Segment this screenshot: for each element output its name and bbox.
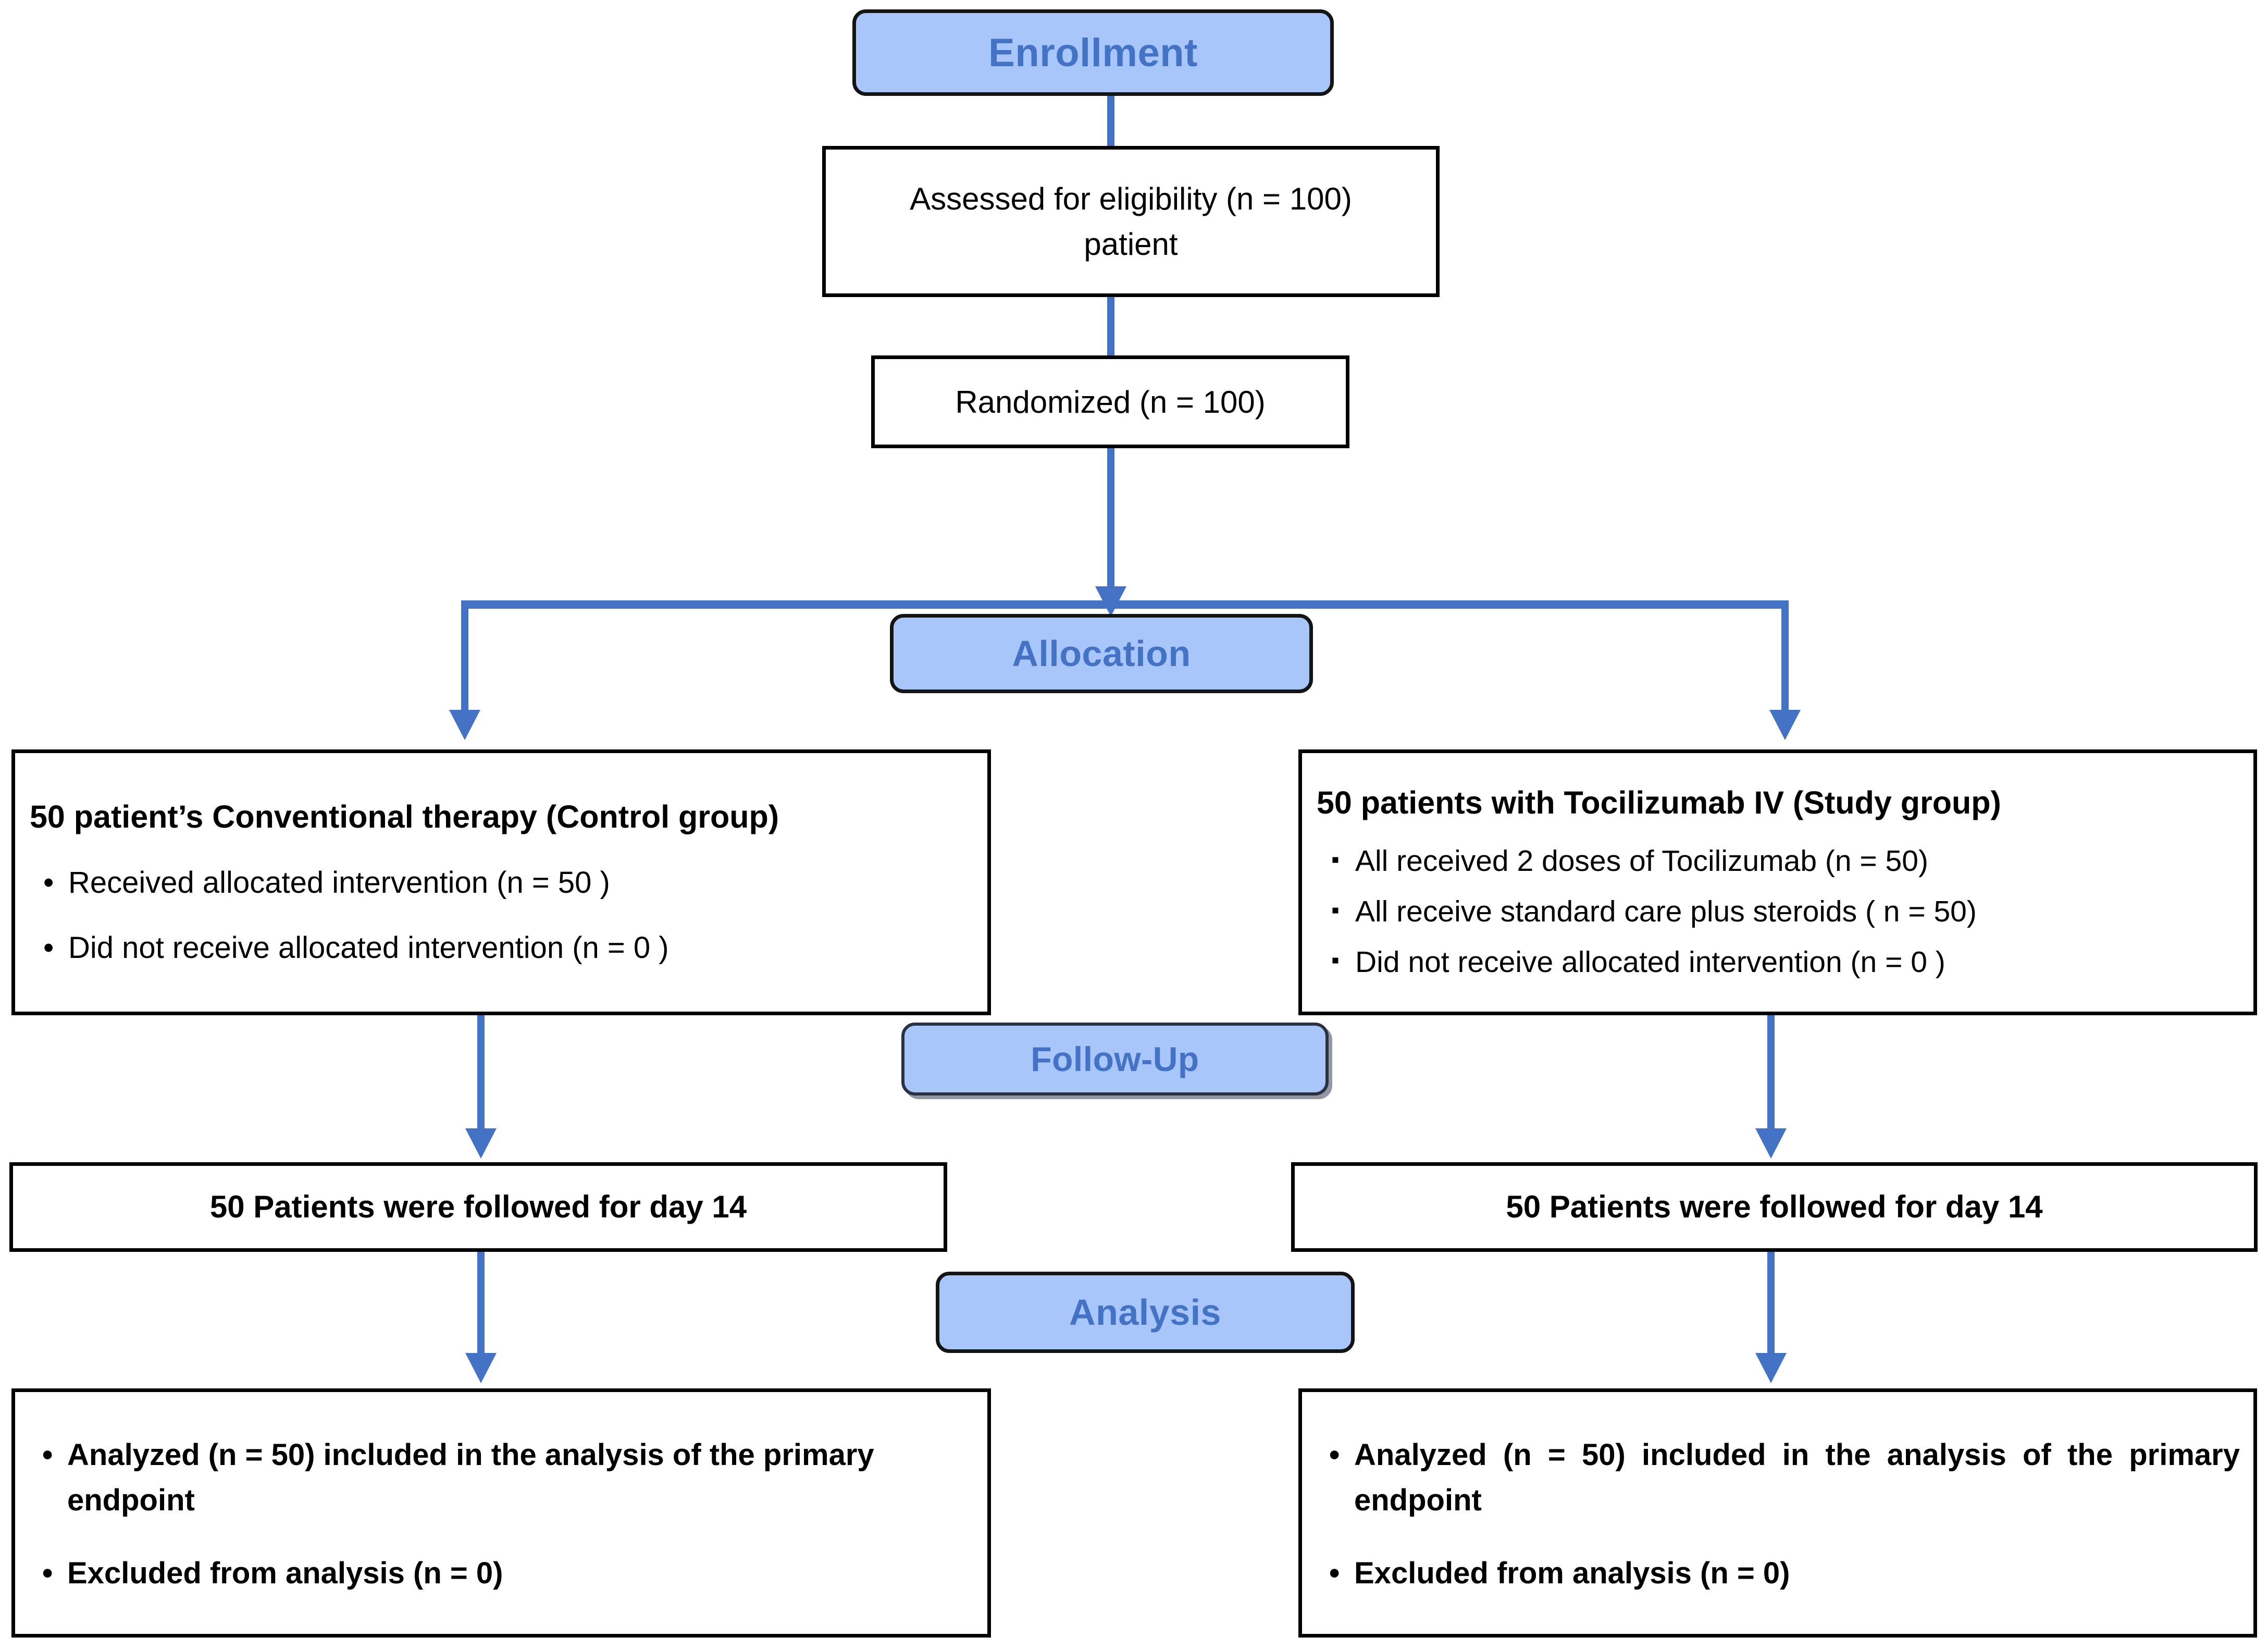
node-followup-study: 50 Patients were followed for day 14	[1291, 1162, 2258, 1252]
study-group-title: 50 patients with Tocilizumab IV (Study g…	[1317, 782, 2239, 823]
list-item: • Excluded from analysis (n = 0)	[29, 1553, 974, 1594]
connector-randomized-to-allocation	[1107, 448, 1114, 594]
followup-study-label: 50 Patients were followed for day 14	[1506, 1189, 2043, 1224]
list-item: • Analyzed (n = 50) included in the anal…	[29, 1432, 974, 1523]
stage-label-analysis: Analysis	[1069, 1292, 1221, 1333]
connector-study-to-followup	[1767, 1015, 1775, 1140]
stage-badge-enrollment: Enrollment	[852, 9, 1334, 96]
bullet-glyph: ▪	[1331, 897, 1340, 923]
study-group-title-plain: 50 patients with Tocilizumab IV (	[1317, 784, 1804, 820]
connector-allocation-right-drop	[1781, 600, 1789, 718]
list-item-text: All receive standard care plus steroids …	[1355, 895, 1977, 929]
arrowhead-study-analysis	[1755, 1353, 1787, 1383]
arrowhead-control-analysis	[465, 1353, 497, 1383]
bullet-glyph: •	[42, 1556, 53, 1590]
bullet-glyph: •	[1329, 1437, 1340, 1472]
study-group-title-close: )	[1990, 784, 2001, 820]
stage-badge-analysis: Analysis	[936, 1272, 1355, 1353]
node-analysis-study: • Analyzed (n = 50) included in the anal…	[1298, 1388, 2257, 1638]
connector-control-to-analysis	[477, 1252, 485, 1364]
node-allocation-study-group: 50 patients with Tocilizumab IV (Study g…	[1298, 749, 2257, 1015]
bullet-glyph: •	[43, 930, 54, 965]
list-item-text: Excluded from analysis (n = 0)	[67, 1556, 503, 1590]
bullet-glyph: •	[43, 866, 54, 900]
connector-enrollment-to-assessed	[1107, 96, 1114, 148]
node-randomized: Randomized (n = 100)	[871, 355, 1349, 448]
arrowhead-control-followup	[465, 1128, 497, 1159]
study-group-title-emphasis: Study group	[1803, 784, 1991, 820]
node-analysis-control: • Analyzed (n = 50) included in the anal…	[11, 1388, 991, 1638]
control-group-title: 50 patient’s Conventional therapy (Contr…	[30, 799, 779, 835]
connector-control-to-followup	[477, 1015, 485, 1140]
stage-badge-followup: Follow-Up	[901, 1023, 1329, 1096]
list-item-text: Excluded from analysis (n = 0)	[1354, 1556, 1790, 1590]
assessed-line-2: patient	[1084, 227, 1178, 262]
study-group-bullet-list: ▪ All received 2 doses of Tocilizumab (n…	[1317, 841, 2239, 982]
analysis-control-bullet-list: • Analyzed (n = 50) included in the anal…	[29, 1432, 974, 1594]
list-item-text: Analyzed (n = 50) included in the analys…	[67, 1437, 874, 1517]
connector-assessed-to-randomized	[1107, 297, 1114, 358]
bullet-glyph: •	[1329, 1556, 1340, 1590]
list-item: • Received allocated intervention (n = 5…	[30, 863, 973, 903]
bullet-glyph: ▪	[1331, 947, 1340, 974]
arrowhead-randomized-to-allocation	[1095, 586, 1126, 617]
followup-control-label: 50 Patients were followed for day 14	[209, 1189, 747, 1224]
bullet-glyph: •	[42, 1437, 53, 1472]
list-item: • Analyzed (n = 50) included in the anal…	[1316, 1432, 2240, 1523]
list-item-text: Did not receive allocated intervention (…	[1355, 945, 1945, 979]
list-item: ▪ All receive standard care plus steroid…	[1317, 892, 2239, 932]
node-followup-control: 50 Patients were followed for day 14	[9, 1162, 947, 1252]
node-assessed-for-eligibility: Assessed for eligibility (n = 100) patie…	[822, 146, 1440, 297]
stage-label-followup: Follow-Up	[1031, 1040, 1199, 1078]
arrowhead-study-followup	[1755, 1128, 1787, 1159]
list-item-text: Received allocated intervention (n = 50 …	[68, 866, 610, 900]
list-item: • Excluded from analysis (n = 0)	[1316, 1553, 2240, 1594]
list-item-text: Did not receive allocated intervention (…	[68, 930, 669, 965]
node-allocation-control-group: 50 patient’s Conventional therapy (Contr…	[11, 749, 991, 1015]
list-item: ▪ All received 2 doses of Tocilizumab (n…	[1317, 841, 2239, 881]
analysis-study-bullet-list: • Analyzed (n = 50) included in the anal…	[1316, 1432, 2240, 1594]
assessed-line-1: Assessed for eligibility (n = 100)	[910, 181, 1352, 216]
arrowhead-allocation-left	[449, 710, 480, 740]
list-item: ▪ Did not receive allocated intervention…	[1317, 942, 2239, 982]
bullet-glyph: ▪	[1331, 846, 1340, 872]
stage-label-enrollment: Enrollment	[988, 30, 1198, 75]
connector-study-to-analysis	[1767, 1252, 1775, 1364]
stage-label-allocation: Allocation	[1012, 633, 1191, 674]
list-item-text: All received 2 doses of Tocilizumab (n =…	[1355, 844, 1928, 878]
connector-allocation-left-drop	[461, 600, 468, 718]
arrowhead-allocation-right	[1769, 710, 1801, 740]
control-group-bullet-list: • Received allocated intervention (n = 5…	[30, 863, 973, 968]
stage-badge-allocation: Allocation	[890, 614, 1313, 693]
list-item: • Did not receive allocated intervention…	[30, 928, 973, 968]
list-item-text: Analyzed (n = 50) included in the analys…	[1354, 1437, 2240, 1517]
randomized-label: Randomized (n = 100)	[955, 384, 1266, 420]
